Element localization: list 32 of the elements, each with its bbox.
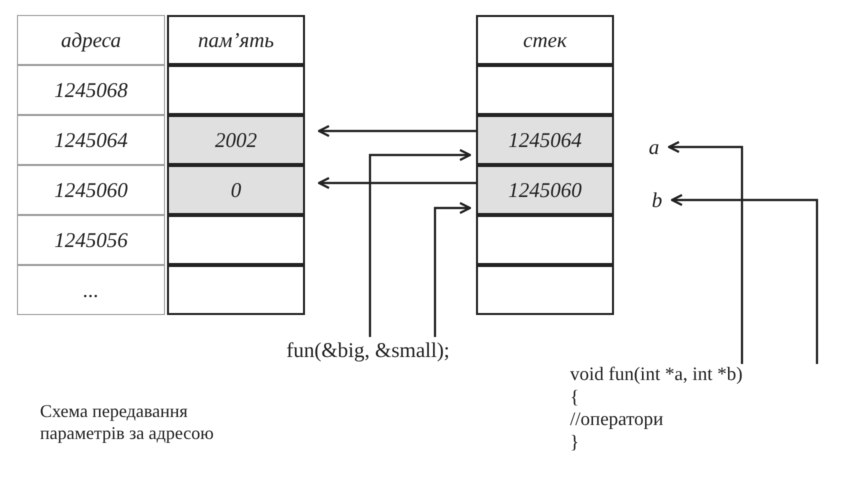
code-line: } [570, 432, 580, 454]
address-cell: 1245068 [17, 65, 165, 115]
memory-cell [167, 265, 305, 315]
address-cell: ... [17, 265, 165, 315]
stack-cell: 1245060 [476, 165, 614, 215]
address-cell: 1245064 [17, 115, 165, 165]
code-line: void fun(int *a, int *b) [570, 364, 743, 386]
arrow [668, 140, 744, 364]
code-line: //оператори [570, 409, 664, 432]
arrow [368, 148, 472, 337]
parameter-name: b [648, 186, 666, 214]
address-cell: 1245060 [17, 165, 165, 215]
column-header: адреса [17, 15, 165, 65]
memory-cell: 2002 [167, 115, 305, 165]
parameter-name: a [645, 134, 663, 160]
function-call: fun(&big, &small); [262, 337, 474, 363]
memory-cell [167, 215, 305, 265]
memory-cell: 0 [167, 165, 305, 215]
stack-cell [476, 215, 614, 265]
caption: Схема передавання параметрів за адресою [40, 400, 215, 444]
arrow [670, 194, 818, 364]
arrow [318, 176, 476, 190]
stack-cell: 1245064 [476, 115, 614, 165]
column-header: стек [476, 15, 614, 65]
memory-cell [167, 65, 305, 115]
code-line: { [570, 386, 580, 409]
stack-cell [476, 265, 614, 315]
column-header: пам’ять [167, 15, 305, 65]
stack-cell [476, 65, 614, 115]
arrow [318, 124, 476, 138]
address-cell: 1245056 [17, 215, 165, 265]
arrow [434, 202, 472, 337]
